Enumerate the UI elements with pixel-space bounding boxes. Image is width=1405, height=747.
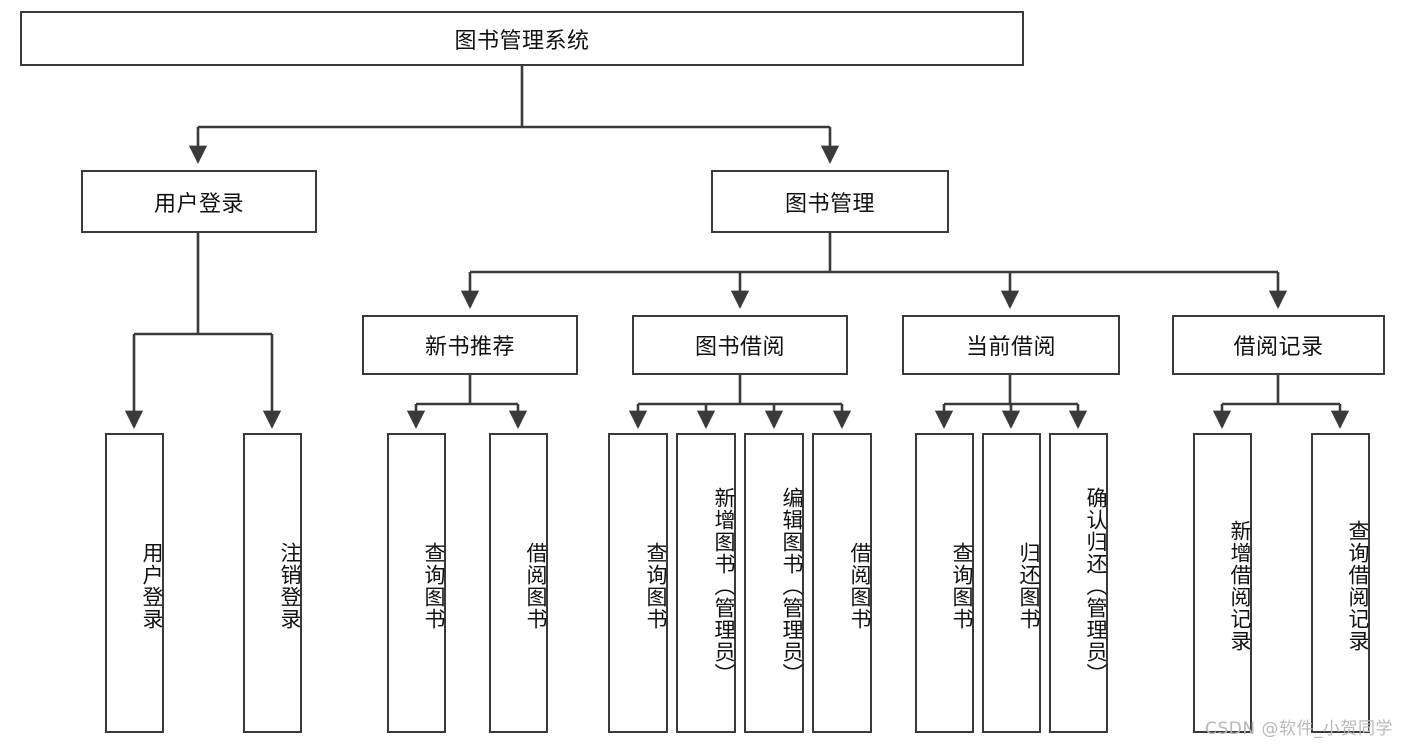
- node-root-label: 图书管理系统: [454, 28, 590, 54]
- leaf-query-record-label: 查询借阅记录: [1346, 520, 1370, 652]
- leaf-borrow-book-1[interactable]: 借阅图书: [489, 433, 548, 733]
- node-book-manage-label: 图书管理: [784, 191, 875, 217]
- leaf-edit-book[interactable]: 编辑图书（管理员）: [744, 433, 804, 733]
- node-book-manage[interactable]: 图书管理: [711, 170, 949, 233]
- leaf-edit-book-label: 编辑图书（管理员）: [780, 487, 804, 685]
- leaf-query-book-2[interactable]: 查询图书: [608, 433, 668, 733]
- leaf-logout-login-label: 注销登录: [278, 542, 302, 630]
- leaf-query-book-2-label: 查询图书: [644, 542, 668, 630]
- node-current-borrow-label: 当前借阅: [965, 335, 1056, 360]
- leaf-borrow-book-2[interactable]: 借阅图书: [812, 433, 872, 733]
- leaf-return-book-label: 归还图书: [1017, 542, 1041, 630]
- leaf-query-record[interactable]: 查询借阅记录: [1311, 433, 1370, 733]
- node-new-book-rec-label: 新书推荐: [424, 335, 515, 360]
- leaf-confirm-return[interactable]: 确认归还（管理员）: [1049, 433, 1108, 733]
- leaf-add-record-label: 新增借阅记录: [1228, 520, 1252, 652]
- leaf-logout-login[interactable]: 注销登录: [243, 433, 302, 733]
- leaf-query-book-3[interactable]: 查询图书: [915, 433, 974, 733]
- leaf-query-book-1-label: 查询图书: [422, 542, 446, 630]
- node-borrow-record-label: 借阅记录: [1233, 335, 1324, 360]
- leaf-borrow-book-1-label: 借阅图书: [524, 542, 548, 630]
- leaf-confirm-return-label: 确认归还（管理员）: [1084, 487, 1108, 685]
- leaf-user-login-label: 用户登录: [140, 542, 164, 630]
- leaf-add-record[interactable]: 新增借阅记录: [1193, 433, 1252, 733]
- leaf-add-book-label: 新增图书（管理员）: [712, 487, 736, 685]
- leaf-return-book[interactable]: 归还图书: [982, 433, 1041, 733]
- node-book-borrow-label: 图书借阅: [694, 335, 785, 360]
- leaf-query-book-1[interactable]: 查询图书: [387, 433, 446, 733]
- node-user-login-label: 用户登录: [153, 191, 244, 217]
- leaf-user-login[interactable]: 用户登录: [105, 433, 164, 733]
- node-book-borrow[interactable]: 图书借阅: [632, 315, 848, 375]
- node-root[interactable]: 图书管理系统: [20, 11, 1024, 66]
- node-new-book-rec[interactable]: 新书推荐: [362, 315, 578, 375]
- node-user-login[interactable]: 用户登录: [81, 170, 317, 233]
- watermark: CSDN @软件_小贺同学: [1205, 719, 1393, 739]
- leaf-add-book[interactable]: 新增图书（管理员）: [676, 433, 736, 733]
- leaf-query-book-3-label: 查询图书: [950, 542, 974, 630]
- node-borrow-record[interactable]: 借阅记录: [1172, 315, 1385, 375]
- node-current-borrow[interactable]: 当前借阅: [902, 315, 1120, 375]
- leaf-borrow-book-2-label: 借阅图书: [848, 542, 872, 630]
